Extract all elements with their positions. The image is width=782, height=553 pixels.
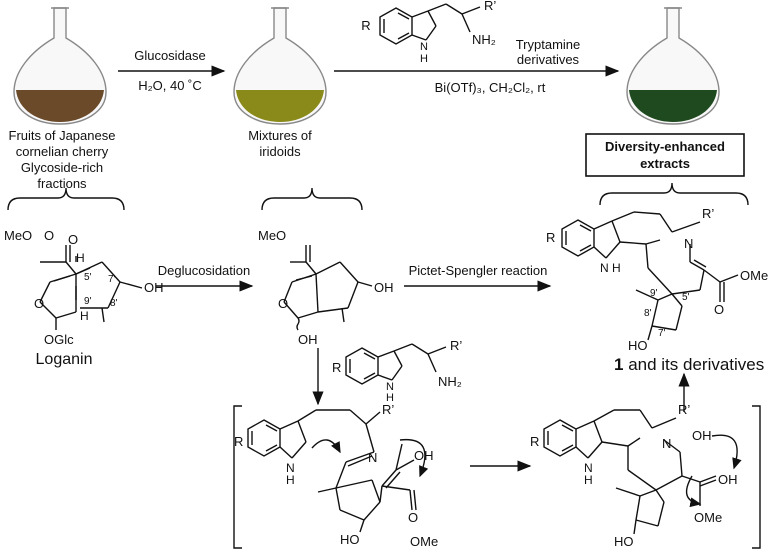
int2-Rprime: R’ — [678, 402, 690, 417]
int1-NH-H: H — [286, 473, 295, 487]
int2-NH-H: H — [584, 473, 593, 487]
conditions2-label: Bi(OTf)₃, CH₂Cl₂, rt — [435, 80, 546, 95]
product-HO: HO — [628, 338, 648, 353]
bracket-right — [752, 405, 761, 549]
product-R: R — [546, 230, 555, 245]
brace-product — [599, 182, 749, 206]
intermediate1-structure — [247, 409, 429, 533]
loganin-structure — [39, 245, 143, 330]
product-N: N — [684, 236, 693, 251]
glucosidase-label: Glucosidase — [134, 48, 206, 63]
iridoids-caption-line2: iridoids — [259, 144, 301, 159]
int2-HO: HO — [614, 534, 634, 549]
reagent-mid-NH2: NH₂ — [438, 374, 462, 389]
aglycone-OH-right: OH — [374, 280, 394, 295]
brace-aglycone — [261, 187, 363, 211]
product-loc9: 9' — [650, 288, 658, 299]
reagent-mid-R: R — [332, 360, 341, 375]
loganin-H5: H — [76, 251, 85, 265]
reagent-mid-H: H — [386, 392, 394, 404]
box-diversity — [585, 133, 745, 177]
reagent-mid-structure — [345, 343, 447, 385]
fruits-caption-line2: cornelian cherry — [16, 144, 109, 159]
reagent-top-Rprime: R’ — [484, 0, 496, 13]
product-caption-rest: and its derivatives — [623, 355, 764, 374]
aglycone-MeO: MeO — [258, 228, 286, 243]
int1-N: N — [368, 450, 377, 465]
product-loc7: 7' — [658, 328, 666, 339]
int2-R: R — [530, 434, 539, 449]
int2-OMe: OMe — [694, 510, 722, 525]
fruits-caption-line1: Fruits of Japanese — [9, 128, 116, 143]
product-loc8: 8' — [644, 308, 652, 319]
loganin-OGlc: OGlc — [44, 332, 74, 347]
int2-NH-N: N — [584, 461, 593, 475]
product-carbonyl-O: O — [714, 302, 724, 317]
bracket-left — [233, 405, 242, 549]
reagent-top-N: N — [420, 41, 428, 53]
aglycone-structure — [283, 245, 373, 331]
reagent-mid-N: N — [386, 381, 394, 393]
flask-iridoids — [233, 7, 327, 125]
extracts-caption-line1: Diversity-enhanced — [605, 139, 725, 154]
conditions1-label: H₂O, 40 ˚C — [138, 78, 202, 93]
int1-NH-N: N — [286, 461, 295, 475]
int1-O: O — [408, 510, 418, 525]
extracts-caption-line2: extracts — [640, 156, 690, 171]
product-NH-N: N — [600, 261, 609, 275]
int2-N: N — [662, 436, 671, 451]
derivatives-label: derivatives — [517, 52, 580, 67]
reagent-top-NH2: NH₂ — [472, 32, 496, 47]
tryptamine-label: Tryptamine — [516, 37, 581, 52]
deglucosidation-label: Deglucosidation — [158, 263, 251, 278]
loganin-loc5: 5' — [84, 272, 92, 283]
product-Rprime: R’ — [702, 206, 714, 221]
int1-Rprime: R’ — [382, 402, 394, 417]
fruits-caption-line3: Glycoside-rich — [21, 160, 103, 175]
loganin-loc7: 7' — [108, 274, 116, 285]
loganin-OH: OH — [144, 280, 164, 295]
reagent-top-H: H — [420, 53, 428, 65]
product-caption-number: 1 — [614, 355, 623, 374]
loganin-loc9: 9' — [84, 296, 92, 307]
product-loc5: 5' — [682, 292, 690, 303]
int2-OH-top: OH — [692, 428, 712, 443]
loganin-name: Loganin — [36, 351, 93, 368]
aglycone-ring-O: O — [278, 296, 288, 311]
reagent-top-structure — [379, 3, 481, 45]
intermediate2-structure — [543, 409, 742, 535]
loganin-H9: H — [80, 309, 89, 323]
flask-extracts — [626, 7, 720, 125]
fruits-caption-line4: fractions — [37, 176, 87, 191]
reagent-mid-Rprime: R’ — [450, 338, 462, 353]
reagent-top-R: R — [361, 18, 370, 33]
product-structure — [561, 211, 739, 341]
loganin-carbonyl-O: O — [68, 232, 78, 247]
loganin-loc8: 8' — [110, 298, 118, 309]
iridoids-caption-line1: Mixtures of — [248, 128, 312, 143]
int1-OH: OH — [414, 448, 434, 463]
loganin-ring-O: O — [34, 296, 44, 311]
int1-R: R — [234, 434, 243, 449]
flask-fruits — [13, 7, 107, 125]
loganin-MeO: MeO — [4, 228, 32, 243]
aglycone-OH-bottom: OH — [298, 332, 318, 347]
int2-OH-right: OH — [718, 472, 738, 487]
product-OMe: OMe — [740, 268, 768, 283]
product-caption: 1 and its derivatives — [614, 355, 764, 374]
pictet-spengler-label: Pictet-Spengler reaction — [409, 263, 548, 278]
brace-loganin — [7, 187, 125, 211]
int1-HO: HO — [340, 532, 360, 547]
loganin-ester-O: O — [44, 228, 54, 243]
int1-OMe: OMe — [410, 534, 438, 549]
product-NH-H: H — [612, 261, 621, 275]
